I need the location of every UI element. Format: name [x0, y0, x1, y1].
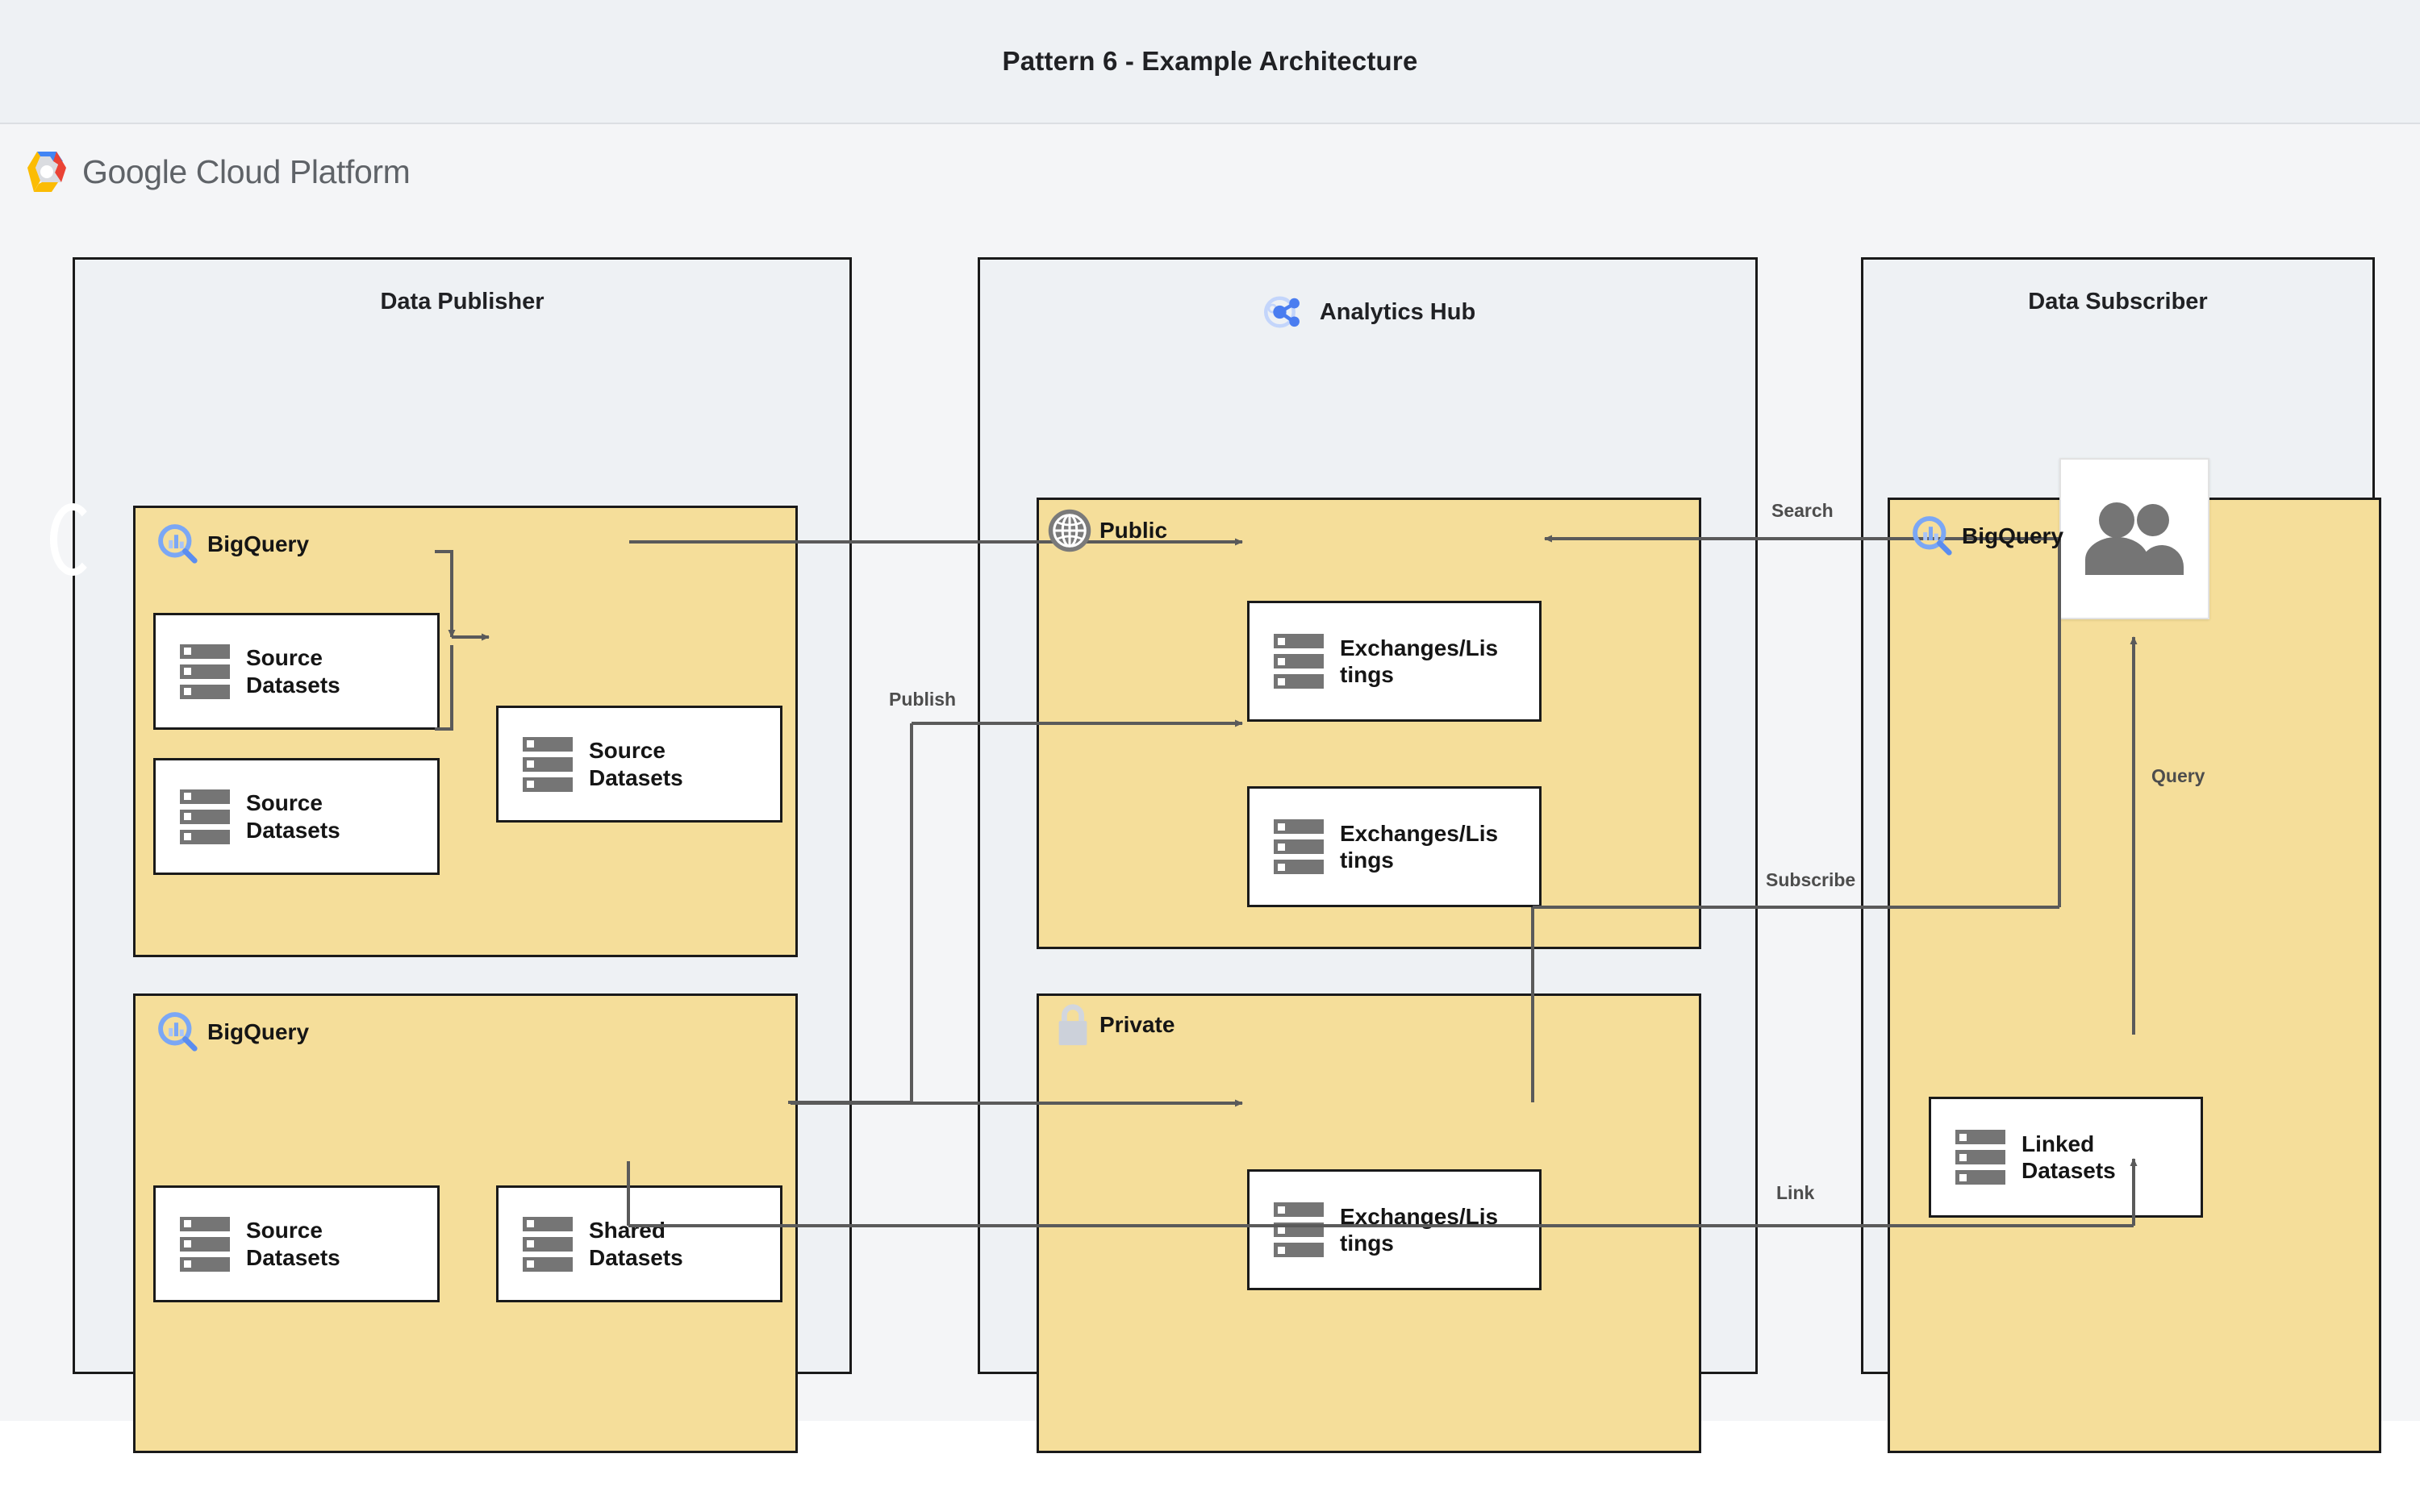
gcp-logo: Google Cloud Platform	[23, 150, 411, 194]
datasets-icon	[523, 1216, 573, 1272]
node-shared-datasets[interactable]: Shared Datasets	[496, 1185, 782, 1302]
datasets-icon	[1274, 1202, 1324, 1257]
edge-label-link: Link	[1776, 1182, 1815, 1203]
group-label-text: Public	[1099, 518, 1168, 543]
datasets-icon	[1955, 1130, 2005, 1185]
group-bigquery-subscriber: BigQuery Linked Datasets	[1888, 498, 2381, 1453]
datasets-icon	[523, 736, 573, 792]
edge-label-query: Query	[2151, 765, 2205, 786]
group-label-text: BigQuery	[207, 1019, 310, 1044]
node-label: Exchanges/Lis tings	[1340, 820, 1499, 873]
gcp-canvas: Google Cloud Platform Data Publisher Big…	[0, 123, 2420, 1453]
group-label-bigquery-top: BigQuery	[156, 523, 309, 566]
group-label-bigquery-subscriber: BigQuery	[1911, 514, 2063, 558]
zone-data-subscriber: Data Subscriber BigQuery	[1861, 257, 2381, 1453]
bigquery-icon	[158, 1012, 198, 1052]
group-label-private: Private	[1054, 1002, 1175, 1048]
node-users[interactable]	[2059, 458, 2209, 619]
node-label: Linked Datasets	[2022, 1131, 2116, 1183]
gcp-logo-text: Google Cloud Platform	[82, 152, 411, 190]
group-label-text: Private	[1099, 1012, 1175, 1037]
title-band: Pattern 6 - Example Architecture	[0, 0, 2420, 123]
globe-icon	[1048, 509, 1091, 552]
node-exchanges-listings-public-1[interactable]: Exchanges/Lis tings	[1247, 601, 1542, 722]
node-label: Exchanges/Lis tings	[1340, 1203, 1499, 1256]
node-label: Source Datasets	[589, 738, 683, 790]
node-label: Exchanges/Lis tings	[1340, 635, 1499, 687]
decorative-arc	[50, 503, 95, 576]
edge-label-subscribe: Subscribe	[1766, 869, 1856, 890]
zone-data-publisher: Data Publisher BigQuery	[73, 257, 852, 1453]
node-label: Source Datasets	[246, 790, 340, 843]
node-label: Shared Datasets	[589, 1218, 683, 1270]
node-linked-datasets[interactable]: Linked Datasets	[1929, 1097, 2203, 1218]
node-source-datasets-2[interactable]: Source Datasets	[153, 758, 440, 875]
zone-title-text: Analytics Hub	[1319, 298, 1476, 325]
datasets-icon	[1274, 634, 1324, 689]
zone-title-subscriber: Data Subscriber	[2028, 289, 2208, 314]
group-label-text: BigQuery	[1962, 523, 2064, 548]
bigquery-icon	[158, 524, 198, 564]
node-source-datasets-4[interactable]: Source Datasets	[153, 1185, 440, 1302]
analytics-hub-icon	[1263, 296, 1300, 328]
node-exchanges-listings-public-2[interactable]: Exchanges/Lis tings	[1247, 786, 1542, 907]
node-label: Source Datasets	[246, 1218, 340, 1270]
datasets-icon	[1274, 819, 1324, 874]
page-title: Pattern 6 - Example Architecture	[1002, 46, 1418, 76]
node-source-datasets-1[interactable]: Source Datasets	[153, 613, 440, 730]
group-private: Private Exchanges/Lis tings	[1037, 993, 1701, 1453]
group-label-public: Public	[1047, 508, 1167, 553]
node-label: Source Datasets	[246, 645, 340, 698]
zone-title-analytics-hub: Analytics Hub	[980, 289, 1755, 335]
group-bigquery-publisher-bottom: BigQuery Source Datasets	[133, 993, 798, 1453]
edge-label-search: Search	[1771, 500, 1834, 521]
datasets-icon	[180, 789, 230, 844]
zone-analytics-hub: Analytics Hub Public	[978, 257, 1758, 1453]
group-label-text: BigQuery	[207, 531, 310, 556]
group-label-bigquery-bottom: BigQuery	[156, 1010, 309, 1054]
datasets-icon	[180, 644, 230, 699]
bigquery-icon	[1913, 516, 1952, 556]
node-exchanges-listings-private[interactable]: Exchanges/Lis tings	[1247, 1169, 1542, 1290]
lock-icon	[1058, 1004, 1087, 1046]
datasets-icon	[180, 1216, 230, 1272]
users-icon	[2085, 502, 2184, 575]
edge-label-publish: Publish	[889, 689, 957, 710]
zone-title-publisher: Data Publisher	[380, 289, 544, 314]
node-source-datasets-3[interactable]: Source Datasets	[496, 706, 782, 823]
group-public: Public Exchanges/Lis tings	[1037, 498, 1701, 949]
group-bigquery-publisher-top: BigQuery Source Datasets	[133, 506, 798, 957]
gcp-hexagon-icon	[27, 152, 66, 192]
